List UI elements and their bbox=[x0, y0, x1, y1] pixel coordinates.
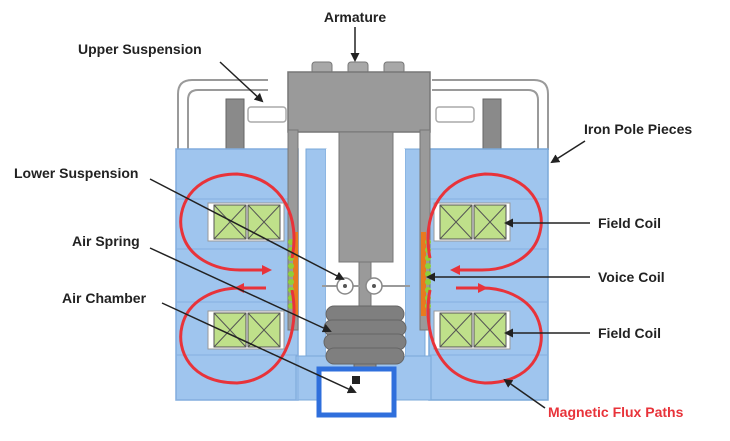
label-air-chamber: Air Chamber bbox=[62, 290, 147, 306]
field-coil-upper-right bbox=[433, 202, 511, 242]
air-spring bbox=[323, 305, 407, 373]
label-armature: Armature bbox=[324, 9, 386, 25]
air-chamber bbox=[316, 366, 397, 418]
upper-suspension bbox=[177, 79, 549, 150]
magnetic-flux-paths bbox=[179, 172, 543, 385]
label-air-spring: Air Spring bbox=[72, 233, 140, 249]
lower-suspension bbox=[322, 277, 410, 295]
label-lower-suspension: Lower Suspension bbox=[14, 165, 138, 181]
field-coil-upper-left bbox=[207, 202, 285, 242]
left-post bbox=[225, 98, 245, 151]
label-upper-suspension: Upper Suspension bbox=[78, 41, 202, 57]
field-coil-lower-left bbox=[207, 310, 285, 350]
right-post bbox=[482, 98, 502, 151]
label-field-coil-upper: Field Coil bbox=[598, 215, 661, 231]
label-voice-coil: Voice Coil bbox=[598, 269, 665, 285]
leader-lines bbox=[149, 27, 590, 409]
label-magnetic-flux-paths: Magnetic Flux Paths bbox=[548, 404, 684, 420]
label-field-coil-lower: Field Coil bbox=[598, 325, 661, 341]
field-coil-lower-right bbox=[433, 310, 511, 350]
label-iron-pole-pieces: Iron Pole Pieces bbox=[584, 121, 692, 137]
